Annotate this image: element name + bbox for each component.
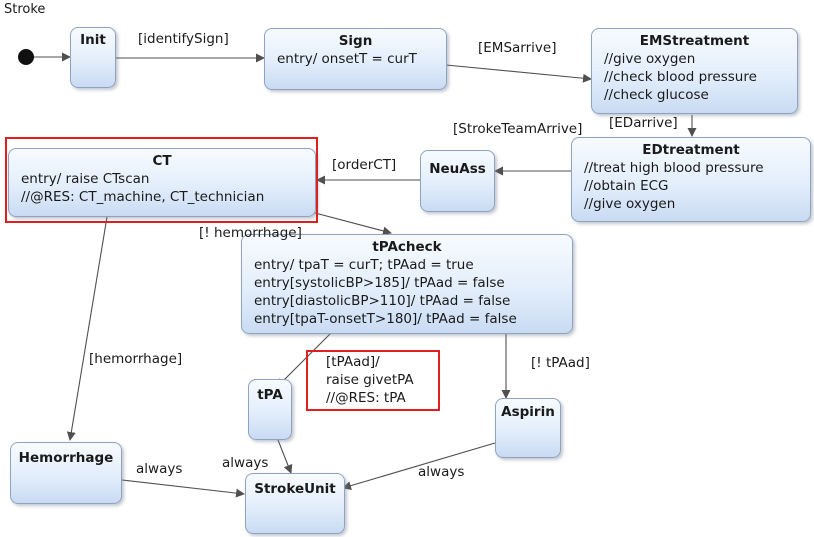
- state-hemorrhage[interactable]: Hemorrhage: [10, 442, 122, 504]
- highlight-ct-box: [5, 137, 318, 223]
- state-init-name: Init: [80, 32, 106, 48]
- state-emstreatment-line: //check glucose: [604, 87, 709, 103]
- state-sign-entry: entry/ onsetT = curT: [277, 51, 417, 67]
- state-tpa-name: tPA: [257, 387, 283, 403]
- edge-tpa-strokeunit: [277, 439, 293, 474]
- state-tpacheck-line: entry[systolicBP>185]/ tPAad = false: [254, 275, 505, 291]
- state-sign[interactable]: Sign entry/ onsetT = curT: [264, 28, 447, 90]
- state-tpacheck-name: tPAcheck: [372, 239, 442, 255]
- state-edtreatment-line: //treat high blood pressure: [584, 160, 764, 176]
- label-hemorrhage-strokeunit: always: [136, 461, 183, 477]
- state-strokeunit-name: StrokeUnit: [254, 481, 336, 497]
- state-strokeunit[interactable]: StrokeUnit: [245, 473, 345, 534]
- state-tpacheck-line: entry[diastolicBP>110]/ tPAad = false: [254, 293, 511, 309]
- state-init[interactable]: Init: [70, 27, 116, 88]
- state-aspirin-name: Aspirin: [501, 404, 555, 420]
- label-ed-neuass: [StrokeTeamArrive]: [453, 121, 583, 137]
- label-ems-ed: [EDarrive]: [609, 115, 678, 131]
- state-edtreatment-line: //obtain ECG: [584, 178, 669, 194]
- state-neuass-name: NeuAss: [429, 161, 486, 177]
- state-ct-resource: //@RES: CT_machine, CT_technician: [21, 189, 265, 205]
- label-neuass-ct: [orderCT]: [332, 157, 397, 173]
- initial-pseudostate: [18, 49, 34, 65]
- state-emstreatment-line: //give oxygen: [604, 51, 696, 67]
- state-emstreatment-name: EMStreatment: [639, 33, 750, 49]
- edge-tpacheck-tpa: [276, 333, 331, 388]
- state-ct-name: CT: [152, 153, 172, 169]
- label-ct-hemorrhage: [hemorrhage]: [89, 351, 183, 367]
- state-edtreatment[interactable]: EDtreatment //treat high blood pressure …: [571, 137, 811, 222]
- state-tpacheck-line: entry/ tpaT = curT; tPAad = true: [254, 257, 474, 273]
- edge-hemorrhage-strokeunit: [121, 479, 245, 498]
- state-edtreatment-name: EDtreatment: [642, 142, 740, 158]
- state-neuass[interactable]: NeuAss: [420, 150, 495, 212]
- state-tpacheck[interactable]: tPAcheck entry/ tpaT = curT; tPAad = tru…: [241, 234, 573, 334]
- state-emstreatment[interactable]: EMStreatment //give oxygen //check blood…: [591, 28, 798, 114]
- state-tpa[interactable]: tPA: [248, 379, 292, 440]
- label-sign-ems: [EMSarrive]: [478, 40, 557, 56]
- edge-ct-hemorrhage: [66, 210, 109, 441]
- label-ct-tpacheck: [! hemorrhage]: [199, 225, 302, 241]
- label-tpacheck-tpa-resource: //@RES: tPA: [326, 390, 406, 406]
- label-tpacheck-aspirin: [! tPAad]: [531, 355, 590, 371]
- state-aspirin[interactable]: Aspirin: [495, 398, 561, 458]
- state-sign-name: Sign: [338, 33, 373, 49]
- state-ct[interactable]: CT entry/ raise CTscan //@RES: CT_machin…: [8, 148, 316, 217]
- label-tpacheck-tpa-action: raise givetPA: [326, 372, 414, 388]
- state-edtreatment-line: //give oxygen: [584, 196, 676, 212]
- state-tpacheck-line: entry[tpaT-onsetT>180]/ tPAad = false: [254, 311, 517, 327]
- highlight-tpa-transition-box: [306, 350, 440, 411]
- label-tpa-strokeunit: always: [222, 455, 269, 471]
- state-ct-entry: entry/ raise CTscan: [21, 171, 150, 187]
- label-init-sign: [identifySign]: [138, 31, 229, 47]
- label-aspirin-strokeunit: always: [418, 464, 465, 480]
- label-tpacheck-tpa-guard: [tPAad]/: [326, 354, 380, 370]
- edge-ct-tpacheck: [299, 208, 392, 236]
- diagram-title: Stroke: [4, 2, 46, 17]
- state-hemorrhage-name: Hemorrhage: [18, 450, 114, 466]
- state-emstreatment-line: //check blood pressure: [604, 69, 757, 85]
- edge-sign-ems: [445, 64, 592, 83]
- edge-aspirin-strokeunit: [342, 442, 496, 491]
